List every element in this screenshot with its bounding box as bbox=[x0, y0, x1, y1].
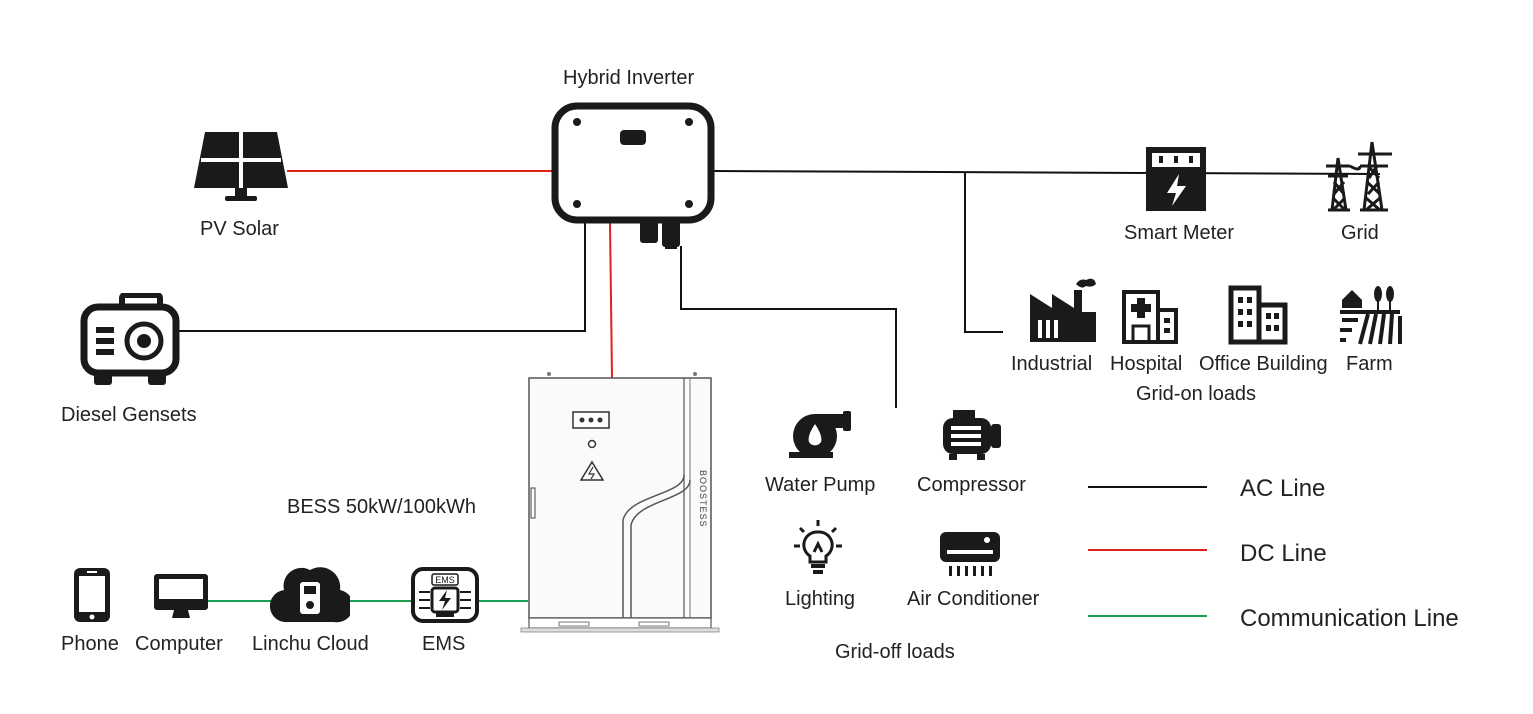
water-pump-icon bbox=[789, 411, 851, 458]
hybrid-inverter-label: Hybrid Inverter bbox=[563, 67, 695, 89]
phone-icon bbox=[74, 568, 110, 622]
industrial-label: Industrial bbox=[1011, 353, 1093, 375]
office-building-icon bbox=[1228, 285, 1288, 345]
grid-on-loads-label: Grid-on loads bbox=[1136, 383, 1257, 405]
pv-solar-label: PV Solar bbox=[200, 218, 279, 240]
ems-label: EMS bbox=[422, 633, 466, 655]
hospital-label: Hospital bbox=[1110, 353, 1183, 375]
hospital-icon bbox=[1122, 290, 1178, 344]
compressor-label: Compressor bbox=[917, 474, 1026, 496]
legend-comm-label: Communication Line bbox=[1240, 605, 1459, 632]
water-pump-label: Water Pump bbox=[765, 474, 876, 496]
ac-line-grid-on-loads bbox=[964, 172, 1003, 333]
light-bulb-icon bbox=[794, 520, 842, 574]
computer-icon bbox=[154, 574, 208, 618]
air-conditioner-label: Air Conditioner bbox=[907, 588, 1040, 610]
dc-lines bbox=[287, 170, 613, 379]
computer-label: Computer bbox=[135, 633, 223, 655]
grid-off-loads-label: Grid-off loads bbox=[835, 641, 955, 663]
smart-meter-icon bbox=[1146, 147, 1206, 211]
cloud-icon bbox=[270, 567, 350, 623]
lighting-label: Lighting bbox=[785, 588, 856, 610]
dc-line-bess bbox=[609, 221, 613, 379]
farm-label: Farm bbox=[1346, 353, 1393, 375]
ac-line-diesel bbox=[175, 222, 586, 332]
generator-icon bbox=[80, 293, 180, 385]
legend-dc-label: DC Line bbox=[1240, 540, 1327, 567]
linchu-cloud-label: Linchu Cloud bbox=[252, 633, 369, 655]
ems-icon-text: EMS bbox=[435, 575, 455, 585]
legend-ac-label: AC Line bbox=[1240, 475, 1326, 502]
compressor-icon bbox=[943, 410, 1001, 460]
farm-icon bbox=[1340, 286, 1402, 345]
ems-icon: EMS bbox=[411, 567, 479, 623]
office-building-label: Office Building bbox=[1199, 353, 1328, 375]
diesel-gensets-label: Diesel Gensets bbox=[61, 404, 197, 426]
transmission-tower-icon bbox=[1326, 141, 1392, 212]
cabinet-brand-text: BOOSTESS bbox=[698, 470, 708, 528]
ac-line-inverter-grid bbox=[711, 170, 1381, 175]
ac-lines bbox=[175, 170, 1381, 408]
smart-meter-label: Smart Meter bbox=[1124, 222, 1235, 244]
inverter-icon bbox=[551, 102, 715, 249]
grid-label: Grid bbox=[1341, 222, 1379, 244]
battery-cabinet-icon: BOOSTESS bbox=[520, 372, 720, 633]
phone-label: Phone bbox=[61, 633, 119, 655]
air-conditioner-icon bbox=[940, 532, 1000, 576]
factory-icon bbox=[1030, 278, 1096, 342]
solar-panel-icon bbox=[194, 132, 288, 201]
ac-line-grid-off-loads bbox=[680, 246, 897, 408]
bess-label: BESS 50kW/100kWh bbox=[287, 496, 476, 518]
